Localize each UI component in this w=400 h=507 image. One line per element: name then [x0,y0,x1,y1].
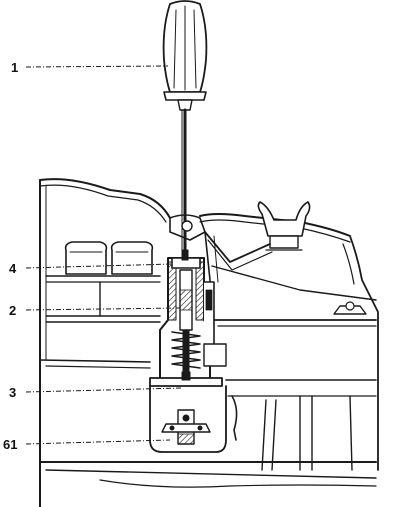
leader-lines [25,65,183,445]
lower-casting [39,359,377,488]
callout-4: 4 [9,261,17,276]
screwdriver [162,0,208,252]
leader-2 [25,307,181,311]
leader-61 [25,439,171,445]
cylinder-block [45,241,161,323]
callout-1: 1 [11,60,18,75]
callout-61: 61 [3,437,17,452]
wing-nut [257,201,311,251]
guide-rail [211,265,377,327]
callout-labels: 1 4 2 3 61 [3,60,18,452]
leader-1 [25,65,169,68]
adjuster-assembly [149,249,227,387]
linkage [169,214,273,361]
fitting-61 [161,409,211,445]
callout-3: 3 [9,385,16,400]
leader-4 [25,263,173,269]
callout-2: 2 [9,303,16,318]
leader-3 [25,387,183,393]
